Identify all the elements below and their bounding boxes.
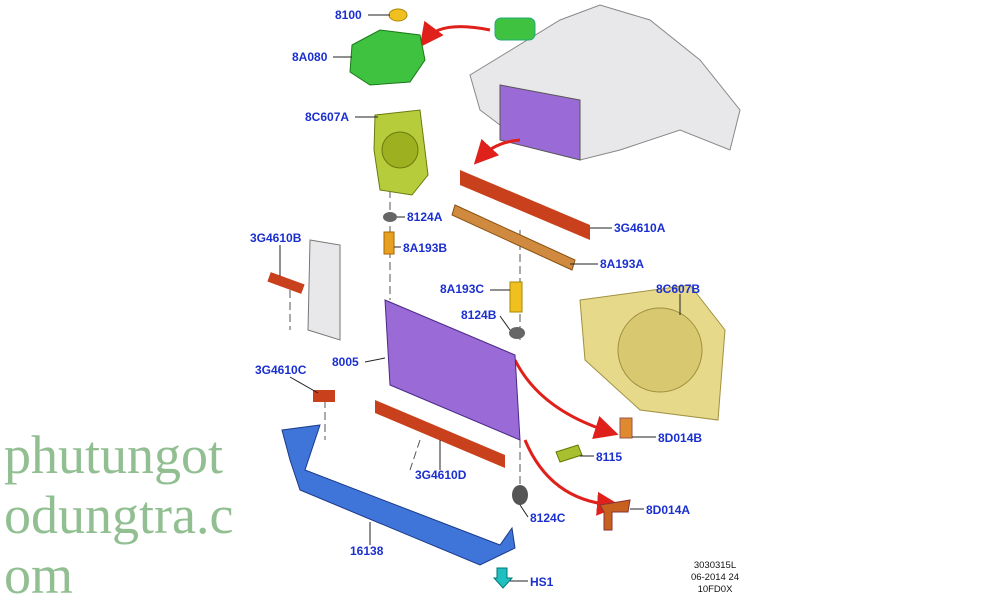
part-8D014B-hose-fitting	[619, 417, 633, 439]
label-3G4610A: 3G4610A	[614, 221, 666, 235]
label-8D014B: 8D014B	[658, 431, 703, 445]
label-8A193A: 8A193A	[600, 257, 645, 271]
label-3G4610D: 3G4610D	[415, 468, 467, 482]
part-3G4610B-seal	[267, 272, 305, 294]
label-8124C: 8124C	[530, 511, 566, 525]
arrow-8D014B	[513, 359, 619, 439]
label-8124B: 8124B	[461, 308, 497, 322]
label-8A080: 8A080	[292, 50, 328, 64]
part-8005-radiator	[384, 299, 521, 441]
part-16138-crossmember	[281, 424, 516, 566]
part-8124C-grommet	[512, 485, 528, 505]
arrow-8D014A	[523, 439, 621, 516]
part-8124B-grommet	[509, 327, 525, 339]
part-8100-cap	[388, 8, 408, 22]
label-HS1: HS1	[530, 575, 554, 589]
label-8C607B: 8C607B	[656, 282, 701, 296]
drawing-code-line: 3030315L	[693, 560, 737, 571]
part-8A080-reservoir	[349, 29, 426, 86]
drawing-code-line: 06-2014 24	[690, 572, 740, 583]
label-8A193C: 8A193C	[440, 282, 485, 296]
part-HS1-bolt	[492, 567, 514, 589]
part-3G4610D-seal	[375, 400, 505, 468]
label-8D014A: 8D014A	[646, 503, 691, 517]
drawing-code-line: 10FD0X	[697, 584, 733, 595]
watermark: phutungotodungtra.com	[4, 425, 234, 600]
label-8115: 8115	[596, 450, 623, 464]
label-16138: 16138	[350, 544, 384, 558]
label-3G4610B: 3G4610B	[250, 231, 302, 245]
part-3G4610A-seal	[460, 170, 590, 240]
part-8115-sensor	[555, 444, 583, 463]
part-3G4610C-seal	[313, 390, 335, 402]
label-8A193B: 8A193B	[403, 241, 448, 255]
part-condenser	[307, 239, 341, 341]
subframe-assembly	[469, 4, 741, 161]
drawing-code: 3030315L 06-2014 24 10FD0X	[660, 560, 770, 596]
part-8A193B-bracket	[383, 231, 395, 255]
part-8A193A-bracket	[451, 204, 576, 271]
part-8124A-grommet	[383, 212, 397, 222]
label-8005: 8005	[332, 355, 359, 369]
part-8A193C-bracket	[509, 281, 523, 313]
arrow-radiator	[473, 138, 521, 165]
label-8100: 8100	[335, 8, 362, 22]
label-8124A: 8124A	[407, 210, 443, 224]
label-8C607A: 8C607A	[305, 110, 350, 124]
arrow-reservoir	[419, 20, 491, 48]
part-8D014A-hose-fitting	[599, 499, 631, 531]
label-3G4610C: 3G4610C	[255, 363, 307, 377]
